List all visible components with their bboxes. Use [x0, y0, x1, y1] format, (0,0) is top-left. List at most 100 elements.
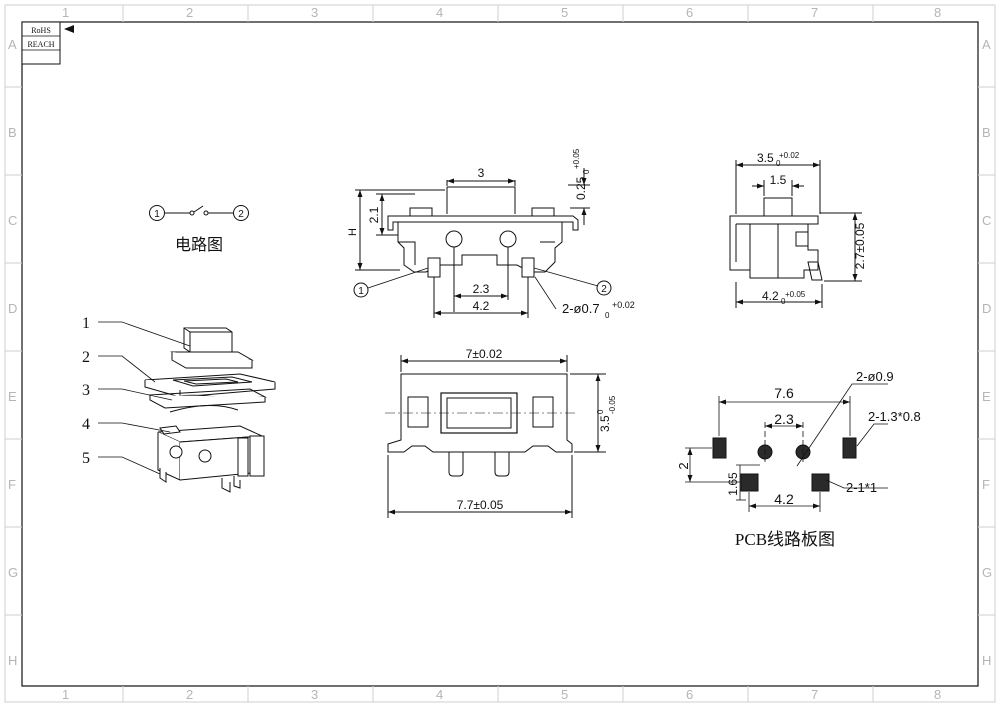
grid-ticks	[5, 5, 995, 702]
side-bottom-sub: 0	[781, 297, 786, 306]
grid-col-4-bottom: 4	[436, 687, 443, 702]
hole-spec: 2-ø0.7	[562, 301, 600, 316]
inner-frame	[21, 21, 979, 687]
grid-row-c: C	[8, 213, 17, 228]
pcb-large-pad-spec: 2-1.3*0.8	[868, 409, 921, 424]
grid-row-g: G	[8, 565, 18, 580]
top-dim-7-7: 7.7±0.05	[457, 498, 504, 512]
grid-row-e-right: E	[982, 389, 991, 404]
exploded-labels: 1 2 3 4 5	[82, 315, 90, 467]
part-cover-frame	[144, 373, 276, 398]
exploded-leaders	[98, 321, 191, 475]
grid-column-labels-bottom: 1 2 3 4 5 6 7 8	[62, 687, 941, 702]
grid-row-h-right: H	[982, 653, 991, 668]
dim-cap-tolerance-sup: +0.05	[572, 148, 581, 169]
pcb-dim-4-2: 4.2	[774, 491, 794, 507]
sheet-frame	[4, 4, 996, 703]
grid-col-3-bottom: 3	[311, 687, 318, 702]
grid-col-1-bottom: 1	[62, 687, 69, 702]
pad-large-left	[712, 437, 727, 459]
grid-row-b-right: B	[982, 125, 991, 140]
part-label-1: 1	[82, 315, 90, 332]
grid-col-7-bottom: 7	[811, 687, 818, 702]
grid-row-e: E	[8, 389, 17, 404]
pad-small-left	[740, 473, 759, 492]
top-view-labels: 7±0.02 7.7±0.05 3.5 0 -0.05	[457, 347, 617, 512]
grid-col-5: 5	[561, 5, 568, 20]
grid-row-f-right: F	[982, 477, 990, 492]
grid-col-2: 2	[186, 5, 193, 20]
circuit-diagram: 1 2 电路图	[149, 205, 249, 254]
side-bottom-width: 4.2	[762, 289, 779, 303]
grid-col-6-bottom: 6	[686, 687, 693, 702]
part-actuator	[170, 327, 254, 369]
dim-height-h: H	[347, 228, 359, 236]
grid-row-d: D	[8, 301, 17, 316]
side-width-sup: +0.02	[779, 151, 800, 160]
compliance-block: RoHS REACH	[21, 21, 74, 65]
dim-terminal-spacing: 4.2	[473, 299, 490, 313]
callout-terminal-1: 1	[358, 286, 364, 297]
grid-row-b: B	[8, 125, 17, 140]
pcb-caption: PCB线路板图	[735, 530, 835, 549]
grid-row-a-right: A	[982, 37, 991, 52]
part-housing	[157, 425, 265, 481]
side-view	[729, 160, 862, 308]
callout-terminal-2: 2	[601, 284, 607, 295]
reach-label: REACH	[27, 40, 54, 49]
grid-row-g-right: G	[982, 565, 992, 580]
switch-contact	[193, 205, 204, 213]
grid-col-4: 4	[436, 5, 443, 20]
grid-col-8: 8	[934, 5, 941, 20]
grid-row-h: H	[8, 653, 17, 668]
pcb-small-pad-spec: 2-1*1	[846, 480, 877, 495]
side-dim-1-5: 1.5	[770, 173, 787, 187]
part-label-2: 2	[82, 349, 90, 366]
grid-row-f: F	[8, 477, 16, 492]
part-label-3: 3	[82, 382, 90, 399]
grid-row-a: A	[8, 37, 17, 52]
grid-row-d-right: D	[982, 301, 991, 316]
circuit-caption: 电路图	[175, 236, 223, 254]
pcb-labels: 7.6 2.3 4.2 2 1.65 2-ø0.9 2-1.3*0.8 2-1*…	[676, 369, 921, 549]
dim-2-1: 2.1	[367, 206, 381, 223]
part-label-5: 5	[82, 450, 90, 467]
pad-large-right	[842, 437, 857, 459]
front-view-labels: 3 H 2.1 0.25 0 +0.05 2.3 4.2 1 2 2-ø0.7 …	[347, 148, 635, 320]
hole-spec-sub: 0	[605, 311, 610, 320]
side-bottom-sup: +0.05	[785, 290, 806, 299]
dim-cap-tolerance: 0.25	[574, 176, 588, 200]
front-view	[353, 168, 612, 318]
exploded-view	[144, 327, 276, 493]
grid-column-labels-top: 1 2 3 4 5 6 7 8	[62, 5, 941, 20]
pcb-dim-7-6: 7.6	[774, 385, 794, 401]
top-view	[385, 355, 606, 518]
top-dim-7: 7±0.02	[466, 347, 503, 361]
dim-cap-tolerance-sub: 0	[582, 169, 591, 174]
grid-col-2-bottom: 2	[186, 687, 193, 702]
part-contact-spring	[148, 388, 267, 413]
grid-row-labels-left: A B C D E F G H	[8, 37, 18, 668]
side-width-sub: 0	[776, 159, 781, 168]
circuit-pin-2: 2	[238, 209, 244, 220]
pcb-layout	[685, 383, 888, 512]
grid-row-labels-right: A B C D E F G H	[982, 37, 992, 668]
top-height: 3.5	[598, 415, 612, 432]
dim-actuator-width: 3	[478, 166, 485, 180]
grid-col-3: 3	[311, 5, 318, 20]
pcb-dim-1-65: 1.65	[726, 472, 740, 496]
side-view-labels: 3.5 0 +0.02 1.5 2.7±0.05 4.2 0 +0.05	[757, 151, 867, 306]
pad-small-right	[811, 473, 830, 492]
hole-spec-sup: +0.02	[612, 300, 635, 310]
pcb-dim-2: 2	[676, 462, 691, 469]
top-height-sup: 0	[596, 409, 605, 414]
part-terminals	[159, 468, 241, 493]
top-height-sub: -0.05	[608, 395, 617, 414]
grid-col-6: 6	[686, 5, 693, 20]
grid-col-7: 7	[811, 5, 818, 20]
grid-row-c-right: C	[982, 213, 991, 228]
pointer-triangle-icon	[64, 25, 74, 33]
side-height: 2.7±0.05	[853, 222, 867, 269]
side-width: 3.5	[757, 151, 774, 165]
